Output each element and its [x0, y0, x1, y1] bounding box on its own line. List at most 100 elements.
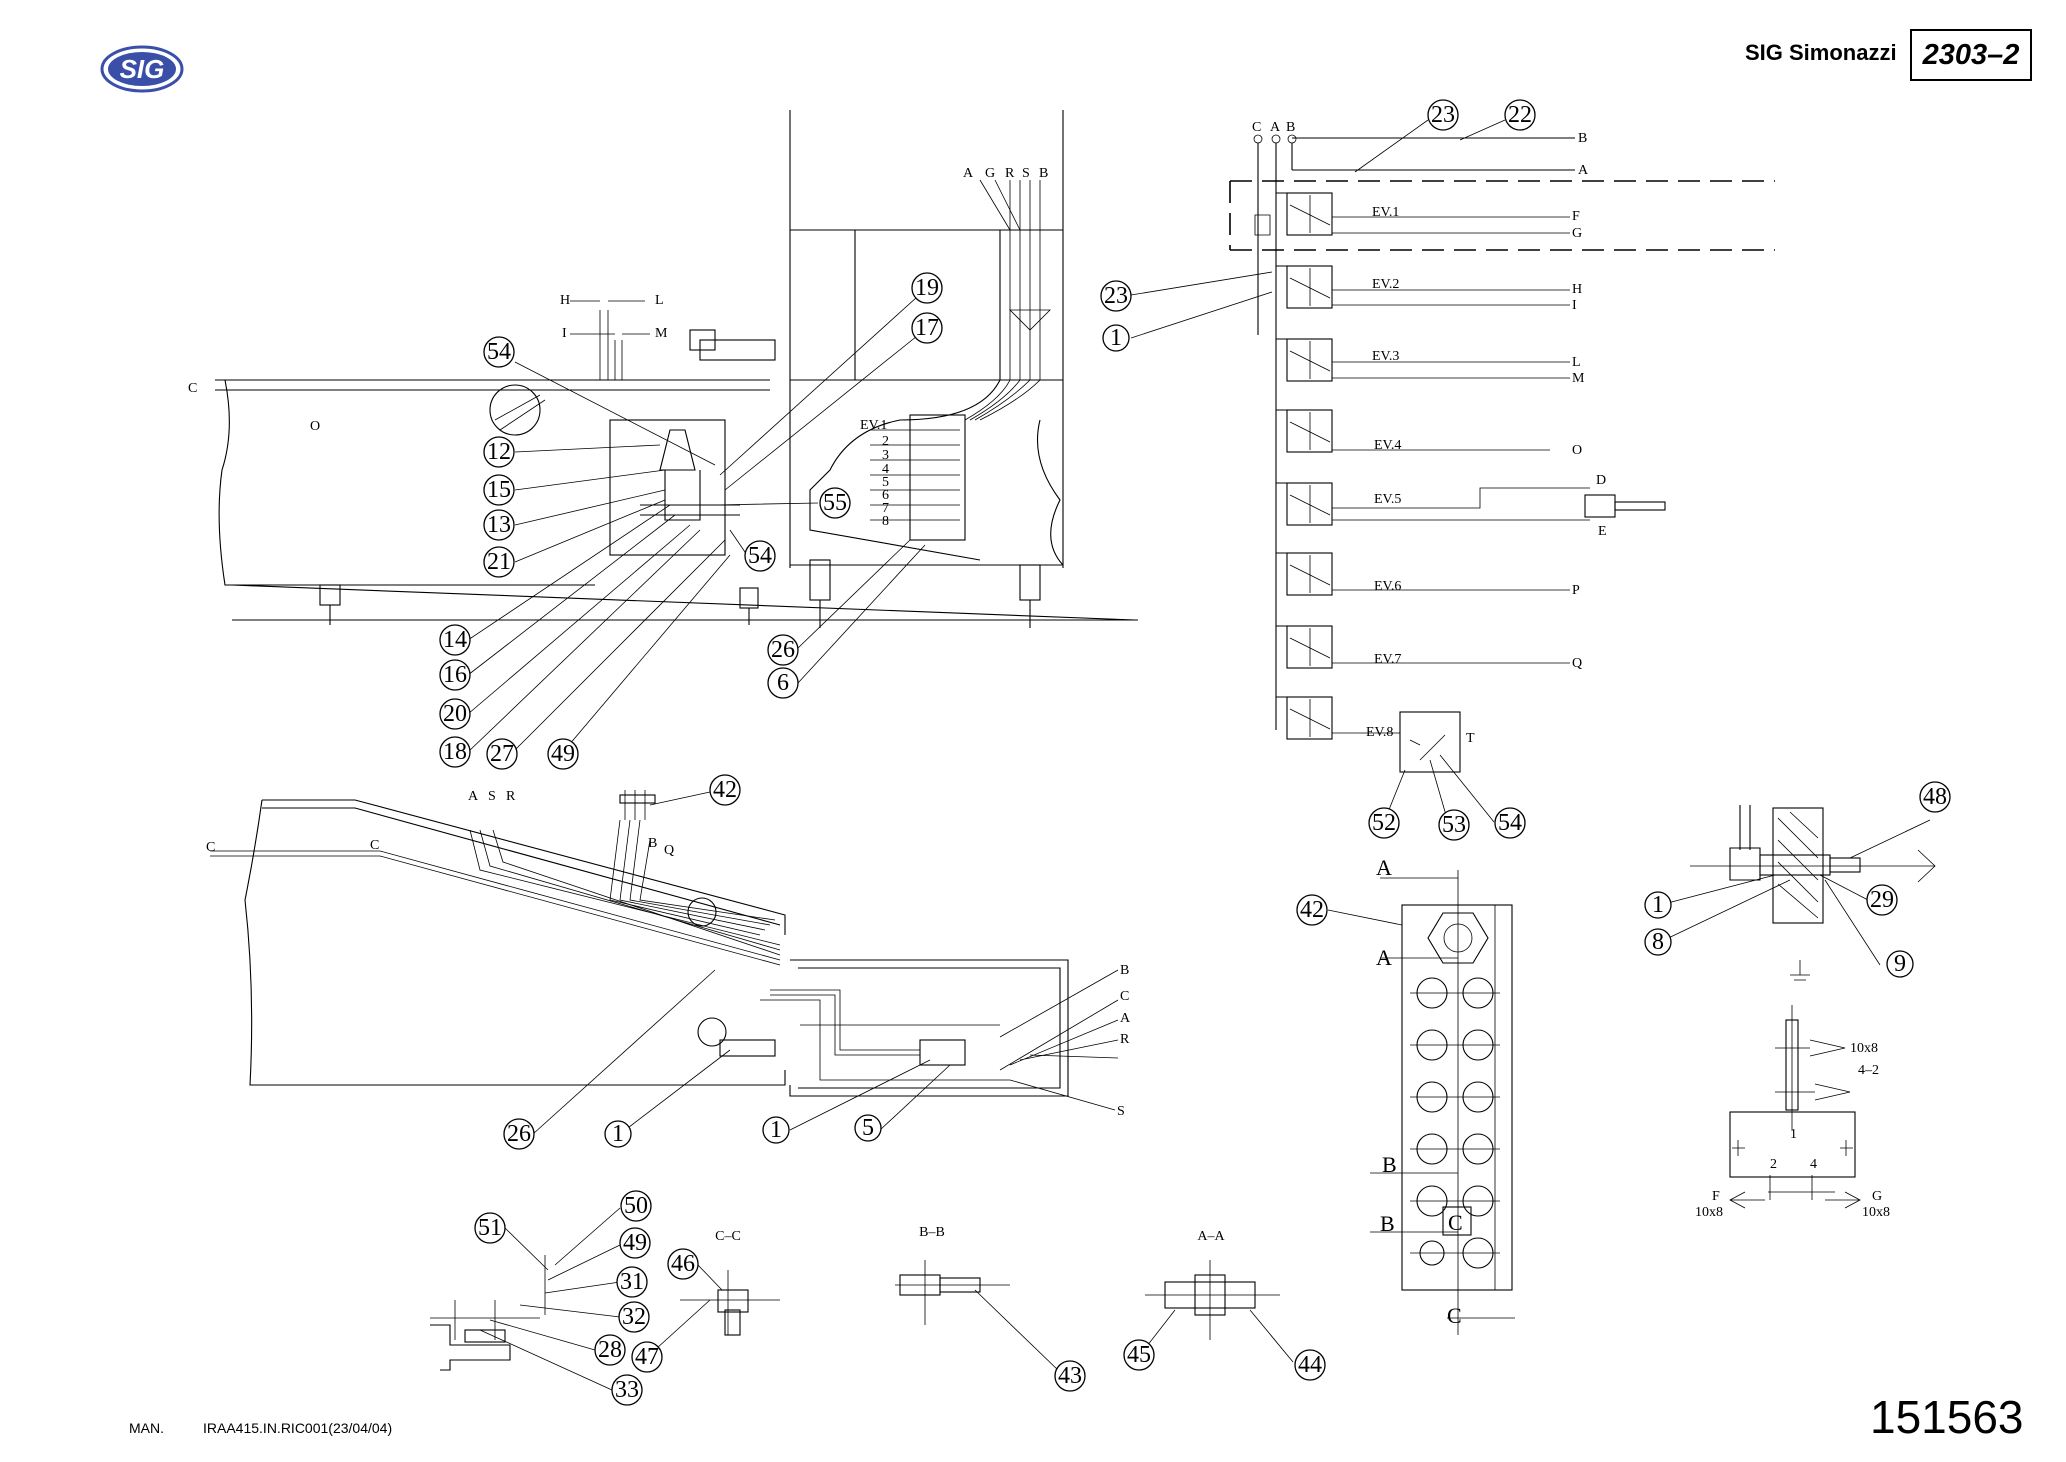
trough-label-r: R [506, 789, 516, 804]
output-m: M [1572, 371, 1585, 386]
output-g: G [1572, 226, 1582, 241]
valve-ev6: EV.6 [1374, 579, 1401, 594]
callout-18: 18 [439, 736, 471, 768]
valve-ev7: EV.7 [1374, 652, 1401, 667]
callout-14: 14 [439, 624, 471, 656]
svg-text:9: 9 [1894, 951, 1906, 977]
document-reference: IRAA415.IN.RIC001(23/04/04) [203, 1420, 393, 1436]
callout-22: 22 [1504, 99, 1536, 131]
svg-text:50: 50 [624, 1193, 648, 1219]
svg-text:5: 5 [862, 1115, 874, 1141]
callout-17: 17 [911, 312, 943, 344]
callout-26b: 26 [503, 1118, 535, 1150]
label-top-a: A [1270, 120, 1281, 135]
output-e: E [1598, 524, 1607, 539]
svg-text:18: 18 [443, 739, 467, 765]
label-top-c: C [1252, 120, 1261, 135]
svg-text:14: 14 [443, 627, 467, 653]
brand-name: SIG Simonazzi [1745, 40, 1897, 65]
label-ev1: EV.1 [860, 418, 887, 433]
output-l: L [1572, 355, 1581, 370]
manifold-label-a2: A [1376, 945, 1392, 970]
svg-text:47: 47 [635, 1344, 659, 1370]
connector-label-10x8b: 10x8 [1695, 1205, 1723, 1220]
valve-ev4: EV.4 [1374, 438, 1401, 453]
trough-right-r: R [1120, 1032, 1130, 1047]
output-t: T [1466, 731, 1475, 746]
svg-text:26: 26 [771, 637, 795, 663]
svg-text:16: 16 [443, 662, 467, 688]
callout-20: 20 [439, 698, 471, 730]
valve-number: 2 [882, 434, 889, 449]
svg-text:20: 20 [443, 701, 467, 727]
svg-text:1: 1 [612, 1121, 624, 1147]
connector-label-1: 1 [1790, 1127, 1797, 1142]
port-grid [1410, 977, 1500, 1269]
svg-text:45: 45 [1127, 1342, 1151, 1368]
manifold-block: A A B B C C [1327, 855, 1515, 1335]
callout-43: 43 [1054, 1360, 1086, 1392]
connector-label-f: F [1712, 1189, 1720, 1204]
callout-46: 46 [667, 1248, 699, 1280]
svg-text:43: 43 [1058, 1363, 1082, 1389]
label-m: M [655, 326, 668, 341]
valve-number: 7 [882, 501, 889, 516]
svg-text:29: 29 [1870, 887, 1894, 913]
callout-1d: 1 [1644, 891, 1672, 919]
trough-label-c2: C [370, 838, 379, 853]
valve-ev1: EV.1 [1372, 205, 1399, 220]
callout-21: 21 [483, 546, 515, 578]
svg-text:51: 51 [478, 1215, 502, 1241]
svg-text:54: 54 [748, 543, 772, 569]
callout-16: 16 [439, 659, 471, 691]
output-h: H [1572, 282, 1582, 297]
callout-1c: 1 [762, 1116, 790, 1144]
svg-text:53: 53 [1442, 812, 1466, 838]
section-c-c: C–C [715, 1229, 741, 1244]
valve-number: 5 [882, 475, 889, 490]
svg-text:48: 48 [1923, 784, 1947, 810]
detail-sections: C–C B–B A–A [430, 1207, 1294, 1391]
callout-26a: 26 [767, 634, 799, 666]
trough-label-b: B [648, 836, 657, 851]
callout-49b: 49 [619, 1227, 651, 1259]
callout-54a: 54 [483, 336, 515, 368]
valve-number: 8 [882, 514, 889, 529]
callout-32: 32 [618, 1301, 650, 1333]
callout-28: 28 [594, 1334, 626, 1366]
callout-8: 8 [1644, 928, 1672, 956]
valve-ev2: EV.2 [1372, 277, 1399, 292]
callout-5: 5 [854, 1114, 882, 1142]
logo-text: SIG [120, 54, 165, 84]
output-d: D [1596, 473, 1606, 488]
valve-number: 3 [882, 448, 889, 463]
svg-text:42: 42 [713, 777, 737, 803]
svg-text:27: 27 [490, 741, 514, 767]
sig-logo: SIG [100, 45, 184, 93]
valve-ev3: EV.3 [1372, 349, 1399, 364]
connector-label-4-2: 4–2 [1858, 1063, 1879, 1078]
svg-text:31: 31 [620, 1269, 644, 1295]
svg-text:26: 26 [507, 1121, 531, 1147]
svg-text:23: 23 [1431, 102, 1455, 128]
svg-text:42: 42 [1300, 897, 1324, 923]
callout-13: 13 [483, 509, 515, 541]
fitting-detail [1659, 805, 1936, 981]
manifold-label-c-box: C [1448, 1210, 1463, 1235]
output-b: B [1578, 131, 1587, 146]
section-b-b: B–B [919, 1225, 945, 1240]
callout-42b: 42 [1296, 894, 1328, 926]
valve-ev8: EV.8 [1366, 725, 1393, 740]
label-i: I [562, 326, 567, 341]
label-o: O [310, 419, 320, 434]
trough-right-a: A [1120, 1011, 1131, 1026]
svg-text:6: 6 [777, 670, 789, 696]
output-a: A [1578, 163, 1589, 178]
connector-label-4: 4 [1810, 1157, 1817, 1172]
page-number: 151563 [1870, 1391, 2024, 1443]
svg-text:12: 12 [487, 439, 511, 465]
trough-assembly-view: A S R C C B Q B C A R S [206, 789, 1131, 1135]
callout-47: 47 [631, 1341, 663, 1373]
callout-1b: 1 [604, 1120, 632, 1148]
callout-29: 29 [1866, 884, 1898, 916]
